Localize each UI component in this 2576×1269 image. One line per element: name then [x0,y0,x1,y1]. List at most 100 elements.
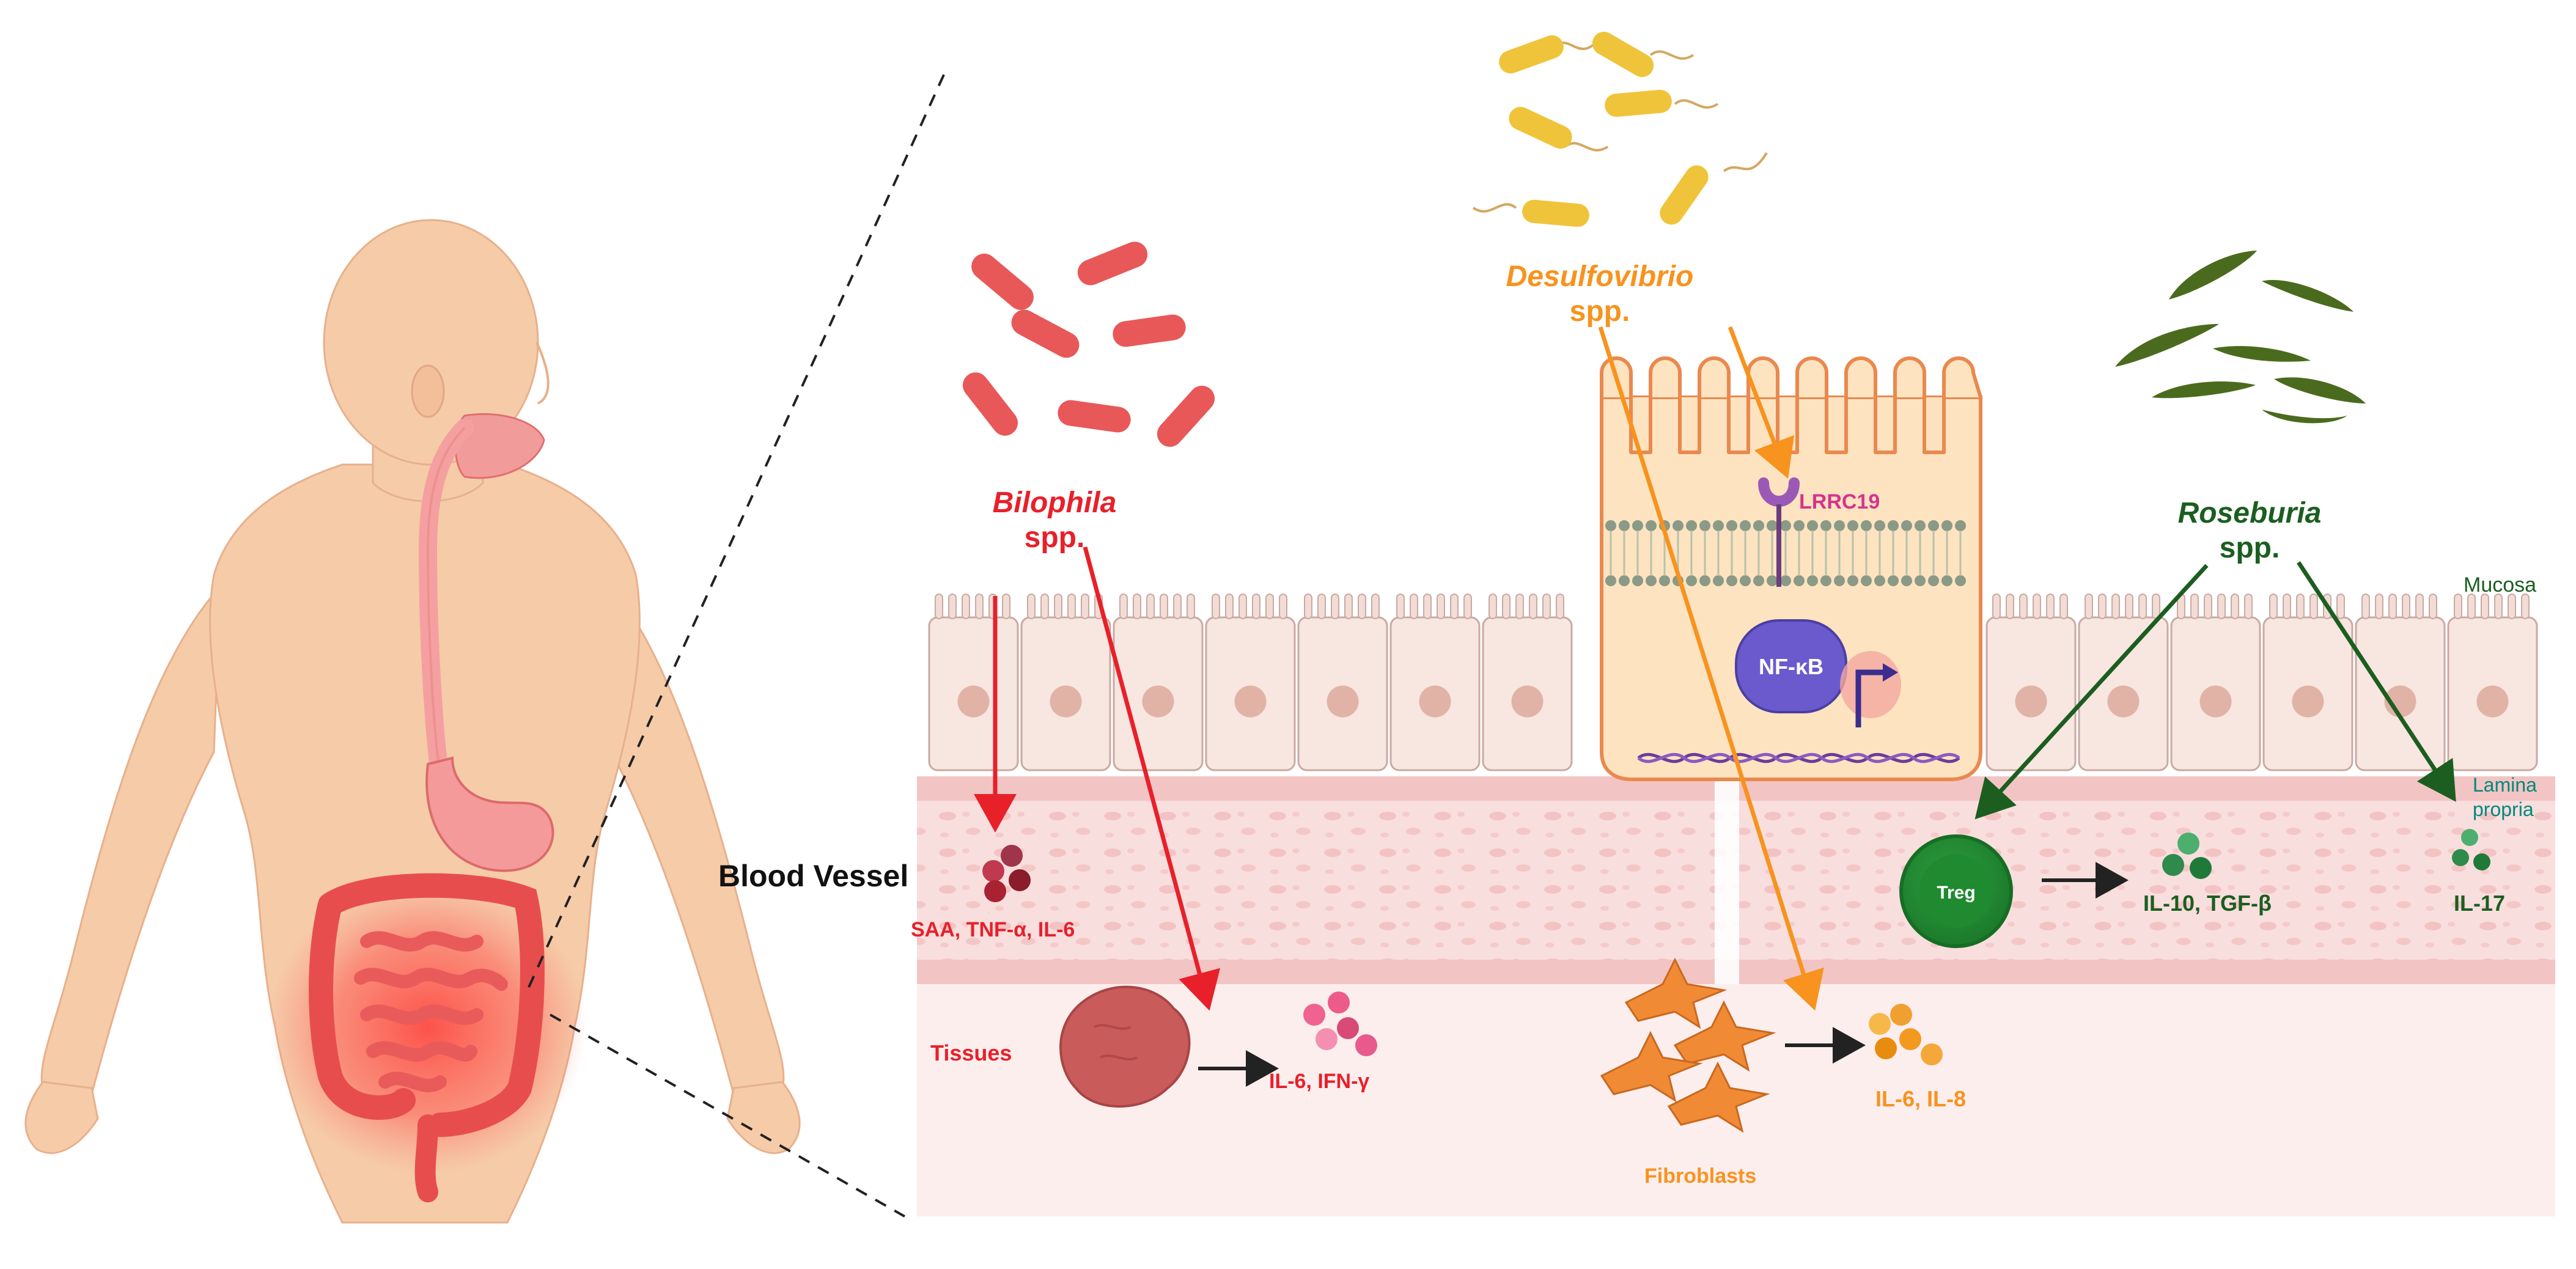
cell-nucleus [1234,685,1267,718]
zoom-line-bottom [550,1013,905,1218]
microvillus [948,594,957,619]
microvillus [2521,594,2530,619]
lipid-head [1686,520,1697,531]
microvillus [2508,594,2516,619]
desulfovibrio-spp-label: spp. [1570,295,1630,328]
bilophila-arrows [974,546,1221,1011]
lipid-head [1807,575,1818,586]
lipid-head [1753,520,1764,531]
microvillus [2336,594,2345,619]
lipid-head [1861,575,1872,586]
lrrc19-label: LRRC19 [1799,490,1880,513]
microvillus [1238,594,1247,619]
lipid-head [1928,520,1939,531]
microvillus [2415,594,2424,619]
microvillus [2467,594,2476,619]
lamina-propria-label-1: Lamina [2473,774,2537,796]
microvillus [1187,594,1195,619]
zoom-line-top [528,73,946,988]
microvillus [962,594,970,619]
lipid-head [1726,575,1737,586]
microvillus [2190,594,2199,619]
microvillus [1225,594,1234,619]
microvillus [2138,594,2147,619]
microvillus [1463,594,1472,619]
microvillus [1317,594,1326,619]
stomach [425,756,554,872]
cell-nucleus [1511,685,1544,718]
fibroblasts-label: Fibroblasts [1644,1164,1756,1188]
nfkb-shadow [1840,651,1901,718]
microvillus [1212,594,1220,619]
microvillus [2059,594,2068,619]
cell-nucleus [2015,685,2047,718]
microvillus [2494,594,2503,619]
lipid-head [1834,575,1845,586]
il10-cytokines [2162,833,2212,879]
nose [535,342,550,405]
microvillus [1067,594,1076,619]
microvillus [2283,594,2291,619]
lipid-head [1646,575,1657,586]
saa-label: SAA, TNF-α, IL-6 [911,918,1075,941]
enterocyte-large [1600,356,1982,781]
microvillus [1502,594,1511,619]
microvillus [1542,594,1551,619]
lipid-head [1605,520,1616,531]
cell-nucleus [2199,685,2232,718]
right-arm [610,584,785,1095]
bilophila-genus-label: Bilophila [993,487,1117,519]
lipid-head [1699,520,1710,531]
microvillus [935,594,943,619]
microvillus [1358,594,1366,619]
il17-label: IL-17 [2454,891,2505,916]
microvillus [1133,594,1141,619]
lipid-head [1847,575,1858,586]
desulfovibrio-arrows [1598,326,1824,1011]
lipid-head [1888,575,1899,586]
lrrc19-receptor [1758,477,1800,507]
lipid-head [1632,575,1643,586]
microvillus [1556,594,1564,619]
il10-tgfb-label: IL-10, TGF-β [2143,891,2272,916]
lipid-head [1794,575,1805,586]
right-hand [726,1081,801,1154]
rectum [414,1114,438,1202]
microvillus [1054,594,1062,619]
microvillus [1423,594,1432,619]
il8-cytokines [1869,1004,1943,1065]
microvillus [2454,594,2462,619]
cell-nucleus [2107,685,2140,718]
lipid-head [1834,520,1845,531]
enterocyte-body [1600,395,1982,781]
left-hand [24,1081,99,1154]
blood-vessel-label: Blood Vessel [718,859,908,893]
microvillus [1081,594,1089,619]
ifng-cytokines [1303,991,1377,1056]
lipid-head [1955,575,1966,586]
lipid-head [1874,575,1885,586]
microvillus [1265,594,1274,619]
microvillus [2309,594,2318,619]
microvillus [1146,594,1155,619]
lipid-head [1713,575,1724,586]
microvillus [1304,594,1312,619]
mucosa-label: Mucosa [2464,573,2536,597]
lipid-head [1928,575,1939,586]
small-intestine [354,931,508,1092]
microvillus [1160,594,1168,619]
tumor-tissue [1059,985,1191,1108]
desulfovibrio-genus-label: Desulfovibrio [1506,260,1694,293]
microvillus [975,594,984,619]
lipid-head [1740,575,1751,586]
cell-nucleus [2476,685,2509,718]
microvillus [1173,594,1182,619]
ear [411,364,445,418]
treg-label: Treg [1937,883,1975,903]
tissues-label: Tissues [930,1040,1012,1065]
desulfovibrio-bacteria [1472,32,1768,227]
cell-nucleus [2384,685,2416,718]
cell-nucleus [1142,685,1174,718]
il17-cytokines [2452,829,2490,870]
cell-nucleus [1050,685,1082,718]
